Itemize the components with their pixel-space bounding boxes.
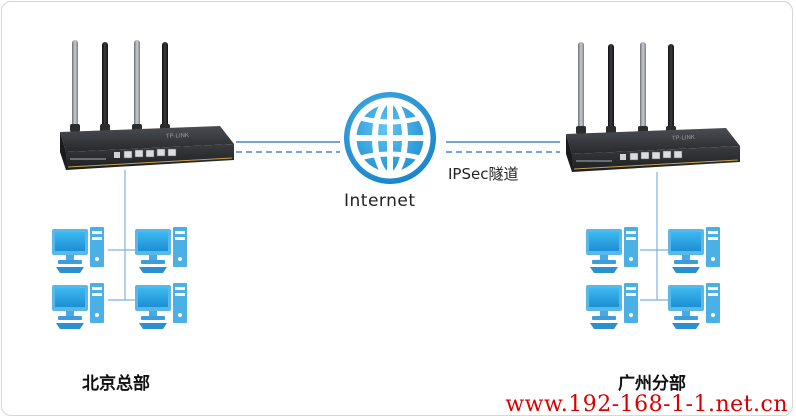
computer-icon (135, 227, 187, 273)
router-icon-beijing (59, 39, 235, 171)
computer-icon (668, 283, 720, 329)
guangzhou-site-label: 广州分部 (618, 374, 686, 394)
internet-label: Internet (344, 191, 416, 211)
tunnel-label: IPSec隧道 (448, 165, 519, 183)
computer-icon (586, 227, 638, 273)
computer-icon (52, 227, 104, 273)
globe-icon (344, 92, 436, 184)
router-icon-guangzhou (565, 41, 741, 173)
watermark: www.192-168-1-1.net.cn (505, 392, 788, 417)
computer-icon (668, 227, 720, 273)
wan-link-right (446, 141, 560, 153)
computer-icon (586, 283, 638, 329)
computer-icon (135, 283, 187, 329)
wan-link-left (236, 141, 340, 153)
computer-icon (52, 283, 104, 329)
beijing-site-label: 北京总部 (82, 374, 150, 394)
